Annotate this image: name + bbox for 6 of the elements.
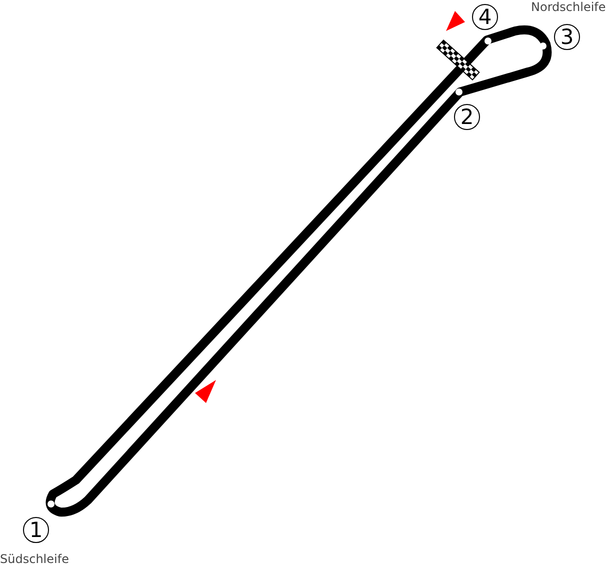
area-label: Nordschleife <box>531 0 606 14</box>
callout-number: 3 <box>554 24 580 50</box>
callout-number: 4 <box>472 4 498 30</box>
callout-number: 2 <box>454 104 480 130</box>
callout-number: 1 <box>23 517 49 543</box>
area-label: Südschleife <box>0 552 69 565</box>
